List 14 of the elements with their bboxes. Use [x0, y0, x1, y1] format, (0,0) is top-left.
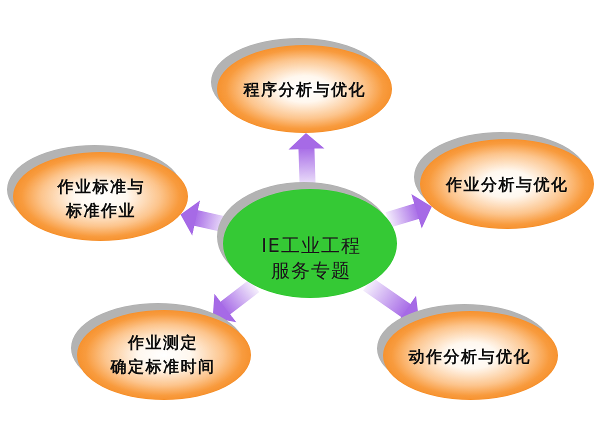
- node-label: 程序分析与优化: [244, 79, 366, 101]
- topic-ellipse: [71, 303, 251, 400]
- arrow: [386, 194, 432, 228]
- node-label: 作业标准与标准作业: [56, 176, 146, 222]
- node-label: 动作分析与优化: [408, 346, 531, 368]
- topic-ellipse: [211, 38, 392, 133]
- node-label: IE工业工程服务专题: [260, 234, 362, 284]
- node-label: 作业分析与优化: [446, 174, 568, 196]
- topic-ellipse: [377, 304, 558, 400]
- topic-ellipse: [414, 132, 594, 229]
- hub-ellipse: [216, 182, 396, 298]
- topic-ellipse: [7, 145, 188, 241]
- arrow: [212, 279, 260, 322]
- node-label: 作业测定确定标准时间: [110, 332, 216, 378]
